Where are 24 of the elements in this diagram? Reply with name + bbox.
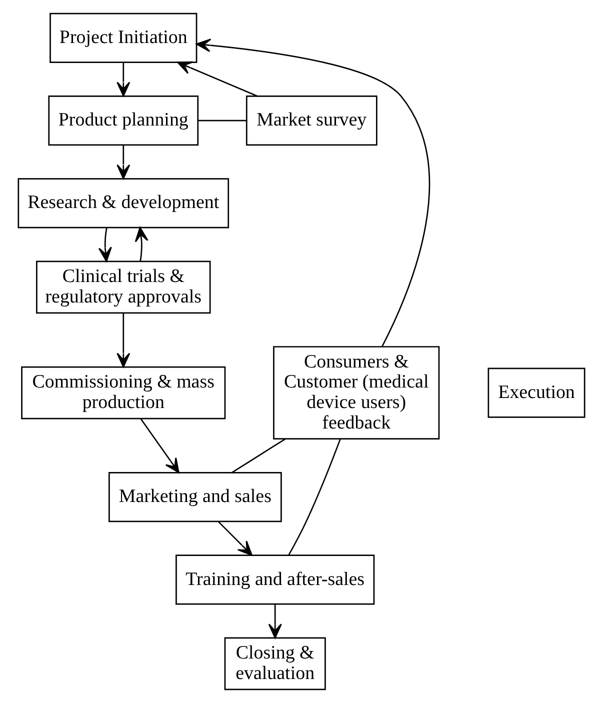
arrow bbox=[134, 226, 148, 262]
node-box: Training and after-sales bbox=[175, 554, 374, 605]
node-box: Execution bbox=[487, 368, 585, 418]
arrow bbox=[116, 312, 130, 368]
node-box: Commissioning & mass production bbox=[20, 366, 226, 420]
arrow bbox=[116, 145, 130, 180]
arrow bbox=[116, 62, 130, 97]
arrow bbox=[176, 61, 258, 97]
connector bbox=[198, 120, 246, 122]
node-box: Project Initiation bbox=[49, 12, 197, 63]
node-box: Consumers & Customer (medical device users) feedback bbox=[272, 346, 440, 440]
node-box: Closing & evaluation bbox=[224, 637, 326, 690]
node-box: Clinical trials & regulatory approvals bbox=[36, 260, 210, 314]
connector bbox=[288, 438, 340, 556]
node-box: Product planning bbox=[48, 96, 198, 146]
arrow bbox=[98, 227, 112, 262]
connector bbox=[231, 438, 286, 474]
node-box: Market survey bbox=[245, 96, 377, 146]
arrow bbox=[268, 604, 282, 638]
arrow bbox=[140, 418, 179, 474]
node-box: Research & development bbox=[17, 178, 229, 228]
node-box: Marketing and sales bbox=[108, 472, 282, 522]
arrow bbox=[217, 521, 252, 556]
arrow bbox=[195, 38, 430, 347]
